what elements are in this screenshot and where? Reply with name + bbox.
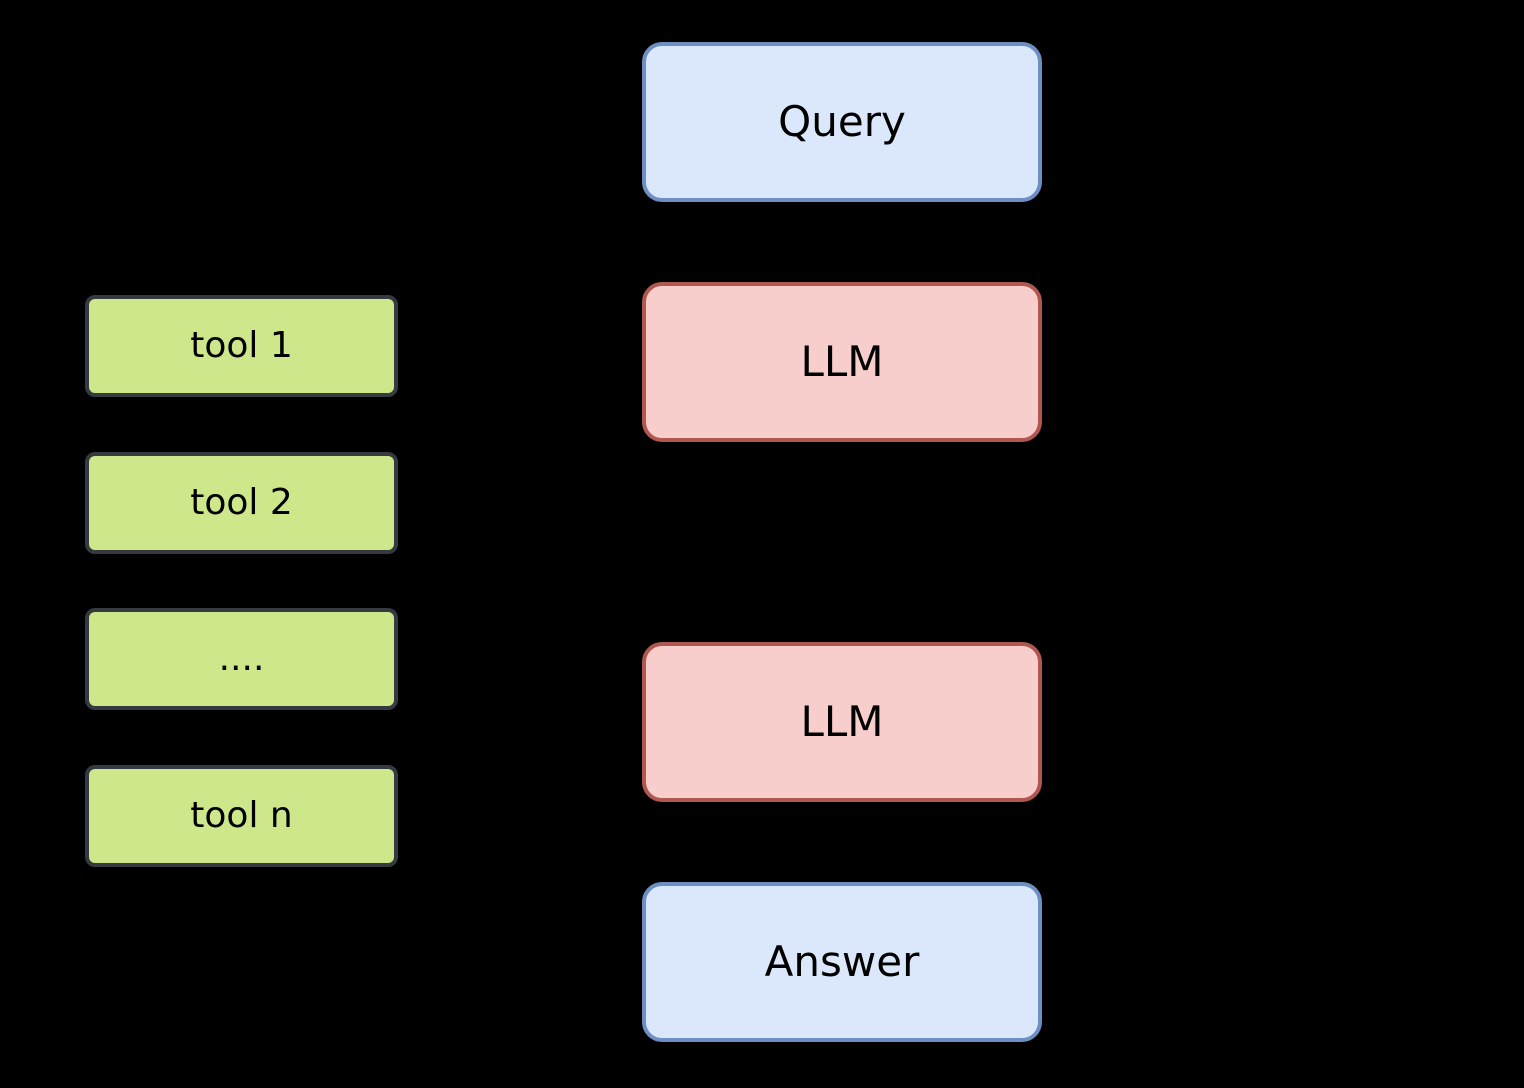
- node-query-label: Query: [778, 97, 906, 146]
- node-llm-top-label: LLM: [800, 337, 884, 386]
- node-query: Query: [642, 42, 1042, 202]
- node-llm-top: LLM: [642, 282, 1042, 442]
- node-tool-n: tool n: [85, 765, 398, 867]
- node-llm-bottom-label: LLM: [800, 697, 884, 746]
- node-tool-ellipsis: ....: [85, 608, 398, 710]
- node-tool-2-label: tool 2: [190, 482, 293, 523]
- node-tool-ellipsis-label: ....: [218, 638, 265, 679]
- node-llm-bottom: LLM: [642, 642, 1042, 802]
- node-tool-1: tool 1: [85, 295, 398, 397]
- node-answer-label: Answer: [764, 937, 920, 986]
- node-tool-1-label: tool 1: [190, 325, 293, 366]
- node-tool-n-label: tool n: [190, 795, 293, 836]
- node-answer: Answer: [642, 882, 1042, 1042]
- node-tool-2: tool 2: [85, 452, 398, 554]
